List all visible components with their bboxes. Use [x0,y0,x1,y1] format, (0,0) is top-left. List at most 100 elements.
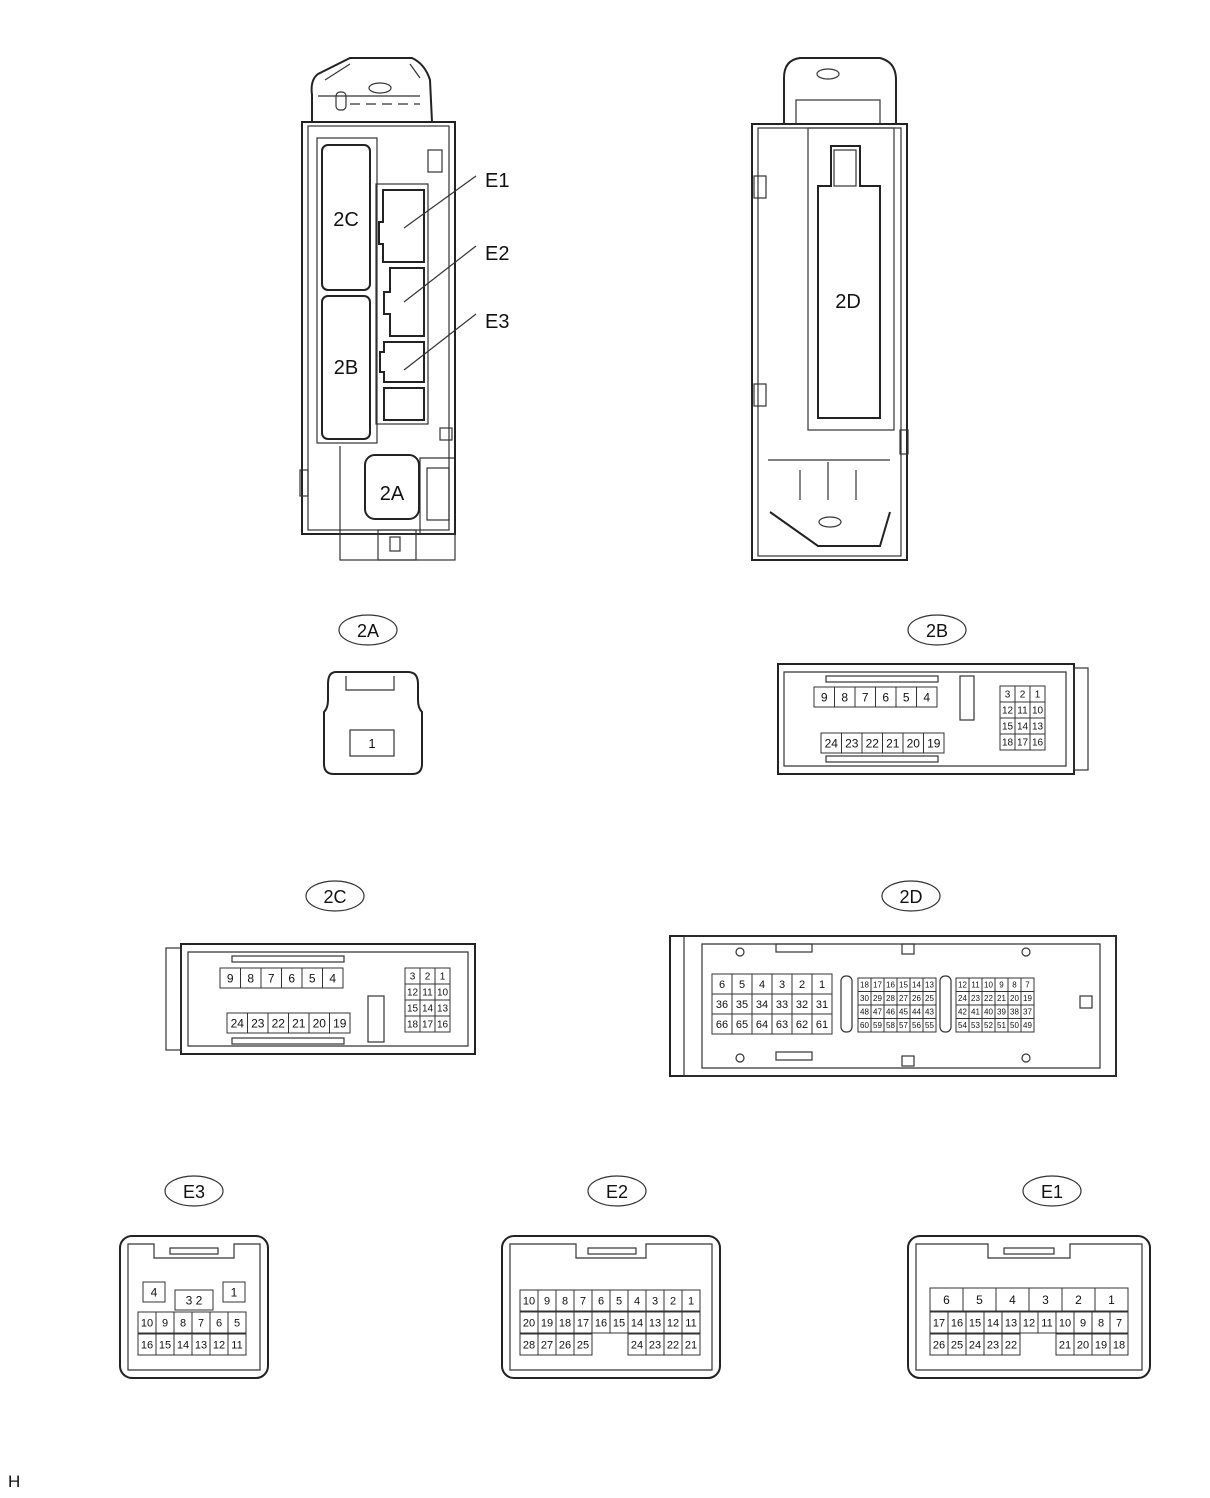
connector-e3-pin-10: 10 [141,1317,153,1329]
connector-2d-pin-34: 34 [756,999,768,1011]
connector-2d-pin-44: 44 [912,1008,921,1017]
connector-2d-pin-17: 17 [873,981,882,990]
connector-e1-pin-22-cell [1001,1333,1021,1356]
connector-2c-pin-16: 16 [437,1020,449,1031]
connector-2d-pin-32: 32 [796,999,808,1011]
connector-2c-pin-4-cell [322,967,344,989]
connector-2c-pin-12: 12 [407,988,419,999]
connector-2d-pin-27: 27 [899,994,908,1003]
connector-2d-pin-6: 6 [719,979,725,991]
connector-e2-pin-7: 7 [580,1295,586,1307]
connector-2c-pin-3: 3 [410,972,416,983]
junction-block-rear-view: 2D [751,57,909,561]
connector-2b-label: 2B [926,621,948,641]
connector-e1-pin-21: 21 [1059,1339,1071,1351]
connector-2d-pin-24: 24 [958,994,967,1003]
connector-e1-pin-3: 3 [1042,1293,1049,1307]
connector-e3-pin-11-cell [227,1333,247,1356]
connector-e1-pin-11: 11 [1041,1317,1052,1329]
connector-e1-pin-25: 25 [951,1339,963,1351]
connector-e2-pin-21-cell [681,1333,701,1356]
connector-2d-pin-54: 54 [958,1021,967,1030]
callout-2c-body: 2C [333,209,359,231]
connector-2d-pin-26: 26 [912,994,921,1003]
connector-2d-pin-29: 29 [873,994,882,1003]
connector-e2-pin-5: 5 [616,1295,622,1307]
connector-e3-pin-5: 5 [234,1317,240,1329]
connector-2b-pin-8: 8 [841,690,848,704]
connector-2d-pin-50: 50 [1010,1021,1019,1030]
connector-2b-pin-18: 18 [1002,738,1014,749]
connector-2d-pin-55-cell [922,1018,937,1033]
connector-e2-pin-14: 14 [631,1317,643,1329]
connector-2b-pin-7: 7 [862,690,869,704]
connector-2d-pin-62: 62 [796,1019,808,1031]
footer-code: H [8,1472,21,1491]
callout-2d-body: 2D [835,291,861,313]
connector-e2-pin-11: 11 [685,1317,696,1329]
connector-2b-pin-6: 6 [882,690,889,704]
connector-e1-pin-15: 15 [969,1317,981,1329]
connector-e1-pin-18: 18 [1113,1339,1125,1351]
connector-2d-pin-8: 8 [1012,981,1017,990]
connector-2b-pin-2: 2 [1020,690,1026,701]
connector-2b-pin-9: 9 [821,690,828,704]
connector-e1-pin-20: 20 [1077,1339,1089,1351]
connector-2c-pin-22: 22 [272,1016,286,1030]
connector-e2-pin-25: 25 [577,1339,589,1351]
connector-2c-pin-15: 15 [407,1004,419,1015]
connector-e3-pin-16: 16 [141,1339,153,1351]
connector-e3-pin-4: 4 [151,1285,158,1299]
connector-e1-pin-1-cell [1094,1287,1129,1312]
connector-e2-pin-19: 19 [541,1317,553,1329]
junction-block-front-view: 2C 2B 2A E1 E2 E3 [299,57,509,561]
connector-2d-label: 2D [899,887,922,907]
connector-2d-pin-12: 12 [958,981,967,990]
connector-2d-pin-18: 18 [860,981,869,990]
connector-e1-pin-4: 4 [1009,1293,1016,1307]
connector-2d-pin-59: 59 [873,1021,882,1030]
connector-2d-pin-41: 41 [971,1008,980,1017]
connector-2b-pin-4: 4 [923,690,930,704]
connector-2b-pin-11: 11 [1017,706,1028,717]
connector-2d-pin-5: 5 [739,979,745,991]
connector-2d-pin-4: 4 [759,979,765,991]
connector-e1-pin-8: 8 [1098,1317,1104,1329]
callout-e1: E1 [485,170,509,192]
connector-2a-label: 2A [357,621,379,641]
connector-e3-pin-6: 6 [216,1317,222,1329]
connector-e3-pin-4-cell [142,1281,166,1303]
connector-2d-pin-14: 14 [912,981,921,990]
connector-e2-pin-12: 12 [667,1317,679,1329]
connector-2d-pin-63: 63 [776,1019,788,1031]
connector-2b-pin-15: 15 [1002,722,1014,733]
connector-2d-pin-51: 51 [997,1021,1006,1030]
connector-2d-pin-47: 47 [873,1008,882,1017]
connector-e2-pin-18: 18 [559,1317,571,1329]
connector-e3-label: E3 [183,1182,205,1202]
connector-e2-pin-8: 8 [562,1295,568,1307]
connector-2b-pin-13: 13 [1032,722,1044,733]
connector-2d-pin-42: 42 [958,1008,967,1017]
connector-2c-pin-6: 6 [288,971,295,985]
connector-e3-pin-1: 1 [231,1285,238,1299]
connector-2c-pin-14: 14 [422,1004,434,1015]
connector-2d-pin-57: 57 [899,1021,908,1030]
connector-2d-pin-15: 15 [899,981,908,990]
connector-e1-pin-26: 26 [933,1339,945,1351]
connector-e1-pin-1: 1 [1108,1293,1115,1307]
connector-2b-pin-23: 23 [845,736,859,750]
connector-2c-pin-17: 17 [422,1020,434,1031]
connector-2d-pin-22: 22 [984,994,993,1003]
connector-2d-pin-40: 40 [984,1008,993,1017]
connector-2c-pin-5: 5 [309,971,316,985]
connector-2d-pin-25: 25 [925,994,934,1003]
connector-e2-pin-2: 2 [670,1295,676,1307]
connector-2d-pin-37: 37 [1023,1008,1032,1017]
connector-2d-pin-30: 30 [860,994,869,1003]
connector-2d-pin-11: 11 [971,981,980,990]
